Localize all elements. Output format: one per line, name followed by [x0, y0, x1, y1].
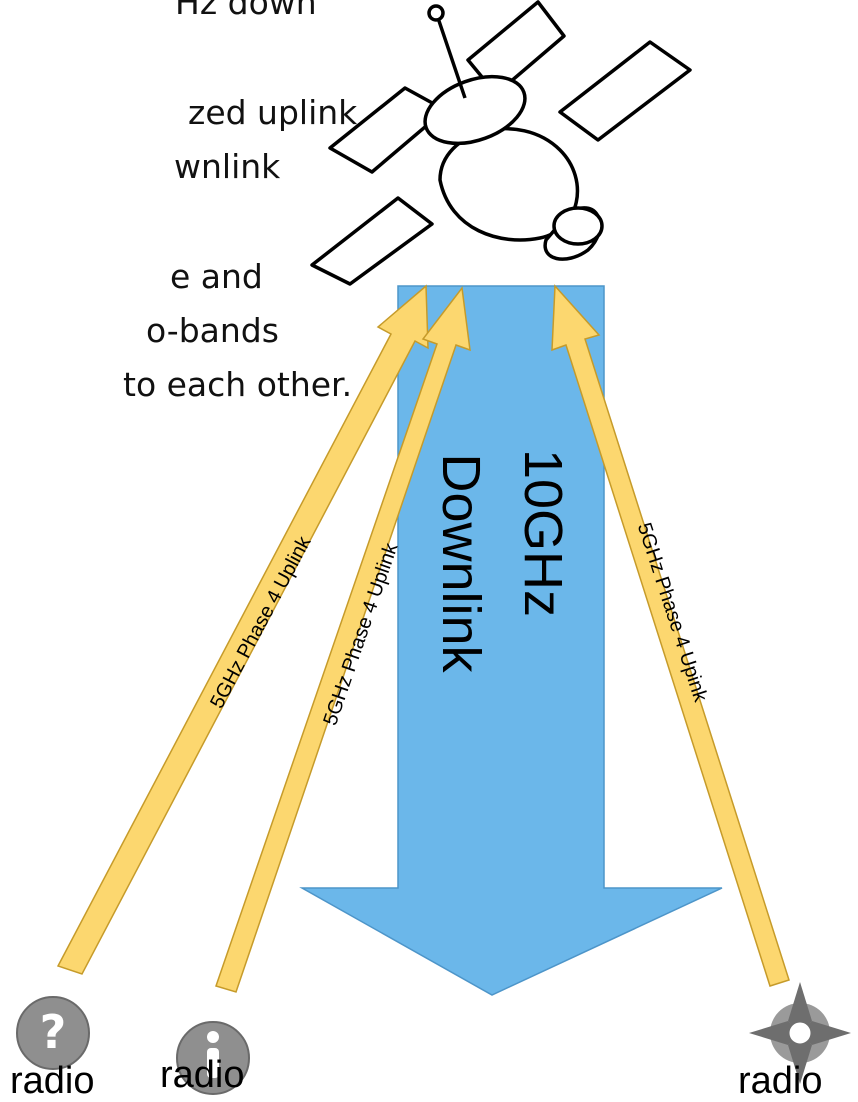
- radio-label-1: radio: [10, 1062, 95, 1100]
- help-icon-glyph: ?: [40, 1005, 67, 1059]
- downlink-title-label: Downlink: [431, 453, 491, 673]
- satellite-icon: [312, 2, 690, 284]
- radio-label-2: radio: [160, 1056, 245, 1094]
- radio-label-3: radio: [738, 1062, 823, 1100]
- radio-help-icon: ?: [17, 997, 89, 1069]
- downlink-frequency-label: 10GHz: [513, 449, 573, 617]
- uplink-1-label: 5GHz Phase 4 Uplink: [206, 532, 316, 712]
